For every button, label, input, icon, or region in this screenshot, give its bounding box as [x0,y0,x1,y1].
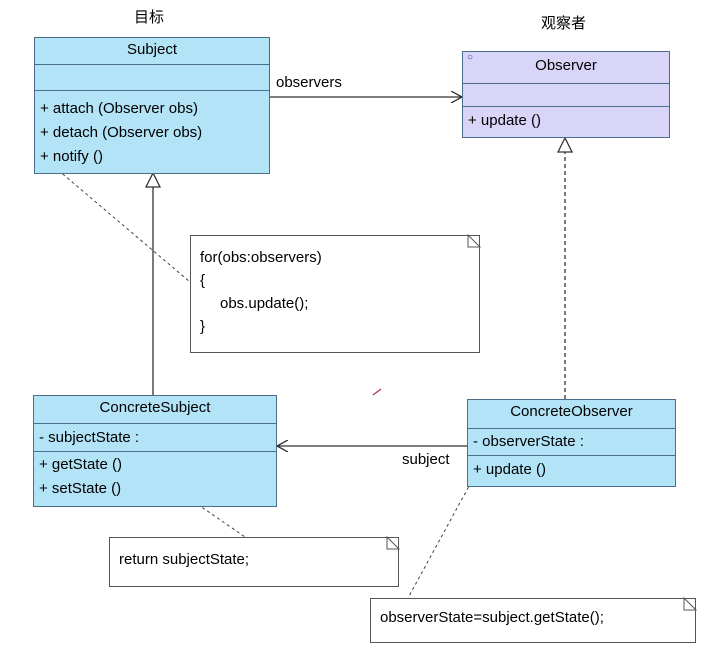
operation: + notify () [40,148,103,165]
attribute: - subjectState : [39,429,140,446]
concrete-subject-class[interactable]: ConcreteSubject - subjectState : + getSt… [33,395,277,507]
observer-cn-label: 观察者 [541,15,587,32]
operation: + getState () [39,456,122,473]
note-line: obs.update(); [220,295,309,312]
observers-role-label: observers [276,74,342,91]
operation: + update () [468,112,541,129]
interface-icon: ○ [467,52,474,63]
note-line: observerState=subject.getState(); [380,609,604,626]
subject-attributes [35,64,269,90]
concrete-subject-operations: + getState () + setState () [34,451,276,501]
subject-role-label: subject [402,451,450,468]
note-line: return subjectState; [119,551,250,568]
note-link-notify [57,169,191,283]
observer-interface-header: ○ Observer [463,52,669,83]
stray-mark [372,388,382,396]
notify-note: for(obs:observers) { obs.update(); } [190,235,480,353]
concrete-observer-operations: + update () [468,455,675,484]
observer-interface-name: Observer [535,57,597,74]
note-link-update [407,465,481,599]
observer-attributes [463,83,669,106]
operation: + detach (Observer obs) [40,124,203,141]
getstate-note: return subjectState; [109,537,399,587]
concrete-observer-attributes: - observerState : [468,428,675,455]
subject-class[interactable]: Subject + attach (Observer obs) + detach… [34,37,270,174]
concrete-subject-attributes: - subjectState : [34,423,276,451]
observer-operations: + update () [463,106,669,135]
note-line: } [200,318,206,335]
observer-interface[interactable]: ○ Observer + update () [462,51,670,138]
concrete-subject-class-name: ConcreteSubject [99,399,211,416]
target-label: 目标 [134,9,165,26]
subject-class-name: Subject [126,41,178,58]
operation: + attach (Observer obs) [40,100,198,117]
note-line: { [200,272,206,289]
concrete-observer-class-name: ConcreteObserver [510,403,633,420]
note-line: for(obs:observers) [200,249,322,266]
generalization-arrowhead [144,171,162,188]
update-note: observerState=subject.getState(); [370,598,696,643]
attribute: - observerState : [473,433,584,450]
operation: + setState () [39,480,122,497]
subject-operations: + attach (Observer obs) + detach (Observ… [35,90,269,169]
realization-arrowhead [556,136,574,153]
concrete-observer-class[interactable]: ConcreteObserver - observerState : + upd… [467,399,676,487]
operation: + update () [473,461,546,478]
